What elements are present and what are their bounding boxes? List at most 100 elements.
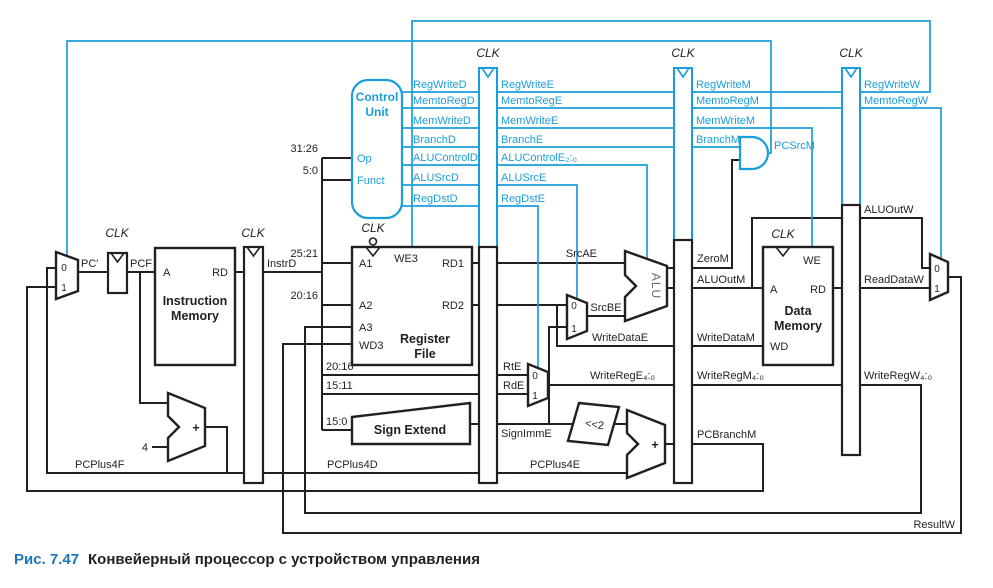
regdst-mux	[526, 362, 550, 408]
wire-pcplus4f-loop	[46, 267, 244, 474]
rf-port-a2: A2	[359, 300, 372, 312]
register-file-title-1: Register	[400, 332, 450, 346]
clk-label-em: CLK	[671, 46, 695, 60]
fd-register	[242, 245, 265, 485]
rf-port-rd2: RD2	[442, 300, 464, 312]
register-file-block	[350, 245, 474, 367]
control-unit-op: Op	[357, 153, 372, 165]
rf-port-we3: WE3	[394, 253, 418, 265]
control-unit-title-1: Control	[356, 90, 399, 104]
wire-memwritem	[692, 127, 813, 247]
label-pcsrcm: PCSrcM	[774, 140, 815, 152]
clk-label-mw: CLK	[839, 46, 863, 60]
clk-label-datamem: CLK	[771, 227, 795, 241]
wire-adder1-out	[205, 426, 228, 473]
pc-mux	[54, 250, 80, 301]
label-instrd: InstrD	[267, 258, 296, 270]
bits-op: 31:26	[290, 143, 318, 155]
de-data-register	[477, 245, 499, 485]
label-memtoregw: MemtoRegW	[864, 95, 929, 107]
alu-title: ALU	[649, 273, 663, 299]
branch-adder-plus: +	[651, 438, 658, 452]
control-unit-block	[350, 78, 404, 220]
label-regdste: RegDstE	[501, 193, 545, 205]
bits-rt-lower: 20:16	[326, 361, 354, 373]
dm-port-a: A	[770, 284, 778, 296]
caption: Рис. 7.47 Конвейерный процессор с устрой…	[14, 551, 480, 568]
data-memory-block	[761, 245, 835, 367]
clock-wedge-em	[676, 67, 690, 79]
label-alucontrold: ALUControlD	[413, 152, 478, 164]
labels: CLK CLK CLK CLK CLK CLK CLK Control Unit…	[61, 46, 955, 531]
caption-number: Рис. 7.47	[14, 551, 79, 568]
instruction-memory-title-1: Instruction	[163, 294, 228, 308]
result-mux-1: 1	[934, 284, 940, 295]
srcb-mux-0: 0	[571, 301, 577, 312]
label-signimme: SignImmE	[501, 428, 552, 440]
wire-writeregw-loop	[304, 326, 922, 514]
caption-title: Конвейерный процессор с устройством упра…	[88, 551, 480, 568]
instruction-memory-title-2: Memory	[171, 309, 219, 323]
label-resultw: ResultW	[913, 519, 955, 531]
wire-regwritew-loop	[411, 20, 931, 247]
clock-wedge-regfile	[365, 246, 381, 258]
label-writedatae: WriteDataE	[592, 332, 648, 344]
sign-extend-block	[350, 401, 472, 446]
data-memory-title-1: Data	[784, 304, 812, 318]
blocks	[54, 78, 950, 480]
wire-zerom	[692, 159, 740, 269]
label-alusrcd: ALUSrcD	[413, 172, 459, 184]
label-alusrce: ALUSrcE	[501, 172, 546, 184]
label-branche: BranchE	[501, 134, 543, 146]
label-memtorege: MemtoRegE	[501, 95, 562, 107]
instruction-memory-block	[153, 246, 237, 367]
label-alucontrole: ALUControlE₂:₀	[501, 152, 577, 164]
data-memory-title-2: Memory	[774, 319, 822, 333]
pc-adder-plus: +	[192, 421, 199, 435]
dm-port-we: WE	[803, 255, 821, 267]
clock-wedge-fd	[246, 246, 261, 258]
label-pc-prime: PC'	[81, 258, 98, 270]
wire-memtoregw	[860, 107, 942, 259]
label-regwritem: RegWriteM	[696, 79, 751, 91]
clock-wedge-pc	[110, 252, 125, 264]
clk-label-fd: CLK	[241, 226, 265, 240]
label-writeregm: WriteRegM₄:₀	[697, 370, 764, 382]
data-wires	[26, 157, 962, 534]
and-gate	[738, 135, 770, 171]
dm-port-wd: WD	[770, 341, 788, 353]
label-memwritem: MemWriteM	[696, 115, 755, 127]
im-port-rd: RD	[212, 267, 228, 279]
pc-mux-0: 0	[61, 263, 67, 274]
wire-aluoutw	[751, 217, 930, 288]
srcb-mux-1: 1	[571, 324, 577, 335]
label-memwrited: MemWriteD	[413, 115, 471, 127]
clk-label-de: CLK	[476, 46, 500, 60]
label-branchm: BranchM	[696, 134, 740, 146]
label-memtoregd: MemtoRegD	[413, 95, 475, 107]
rf-port-a3: A3	[359, 322, 372, 334]
pc-mux-1: 1	[61, 283, 67, 294]
em-control-register	[673, 67, 693, 241]
wire-alucontrole	[497, 164, 648, 259]
bits-rs: 25:21	[290, 248, 318, 260]
label-pcbranchm: PCBranchM	[697, 429, 756, 441]
shift-left-2-block	[566, 401, 621, 447]
label-pcplus4d: PCPlus4D	[327, 459, 378, 471]
label-aluoutm: ALUOutM	[697, 274, 745, 286]
label-readdataw: ReadDataW	[864, 274, 925, 286]
clock-wedge-datamem	[775, 246, 791, 258]
wire-alusrce	[497, 184, 578, 299]
bits-rd: 15:11	[326, 380, 353, 392]
mw-data-register	[840, 203, 862, 457]
label-writedatam: WriteDataM	[697, 332, 755, 344]
clock-wedge-de	[481, 67, 495, 79]
clk-label-pc: CLK	[105, 226, 129, 240]
srcb-mux	[565, 293, 589, 341]
control-wires	[66, 20, 942, 368]
shift-left-2-label: <<2	[584, 418, 604, 433]
label-writeregw: WriteRegW₄:₀	[864, 370, 932, 382]
pc-register	[106, 251, 129, 295]
rf-port-wd3: WD3	[359, 340, 383, 352]
